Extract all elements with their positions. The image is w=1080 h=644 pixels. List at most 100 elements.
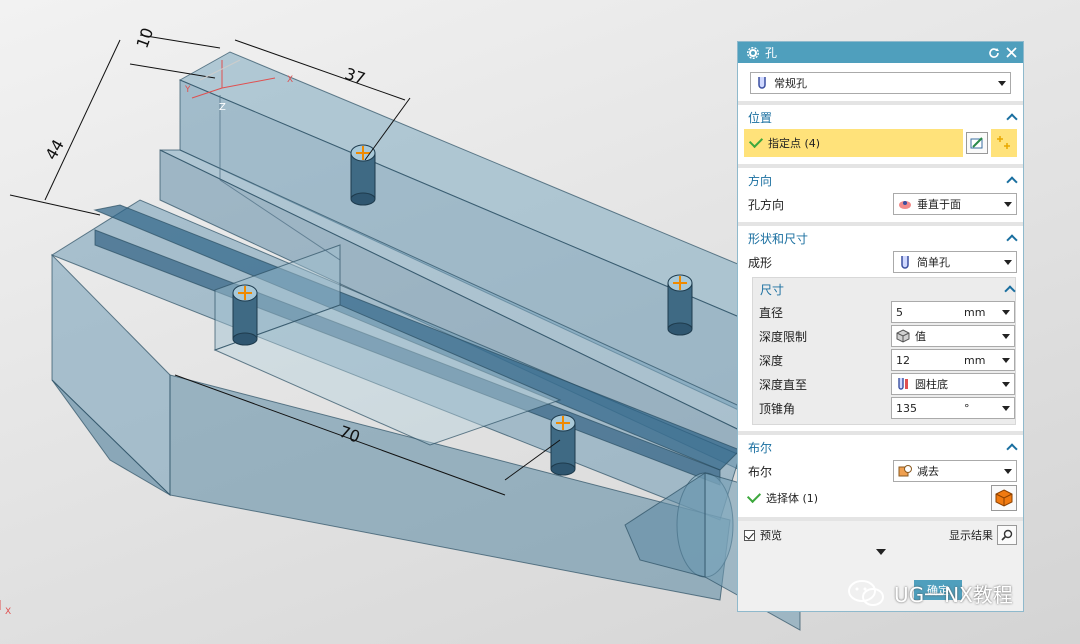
- collapse-icon: [1007, 112, 1017, 122]
- depth-limit-value: 值: [915, 330, 926, 343]
- part-model[interactable]: [50, 51, 801, 631]
- check-icon: [748, 133, 764, 149]
- dimensions-header[interactable]: 尺寸: [753, 278, 1015, 300]
- select-body-button[interactable]: [991, 485, 1017, 511]
- form-label: 成形: [748, 255, 773, 270]
- tip-angle-unit: °: [964, 401, 970, 415]
- show-result-label: 显示结果: [949, 529, 993, 542]
- boolean-select[interactable]: 减去: [893, 460, 1017, 482]
- sparkle-point-icon: [997, 136, 1010, 149]
- close-icon[interactable]: [1004, 46, 1018, 60]
- solid-body-icon: [995, 489, 1013, 507]
- wechat-icon: [848, 580, 884, 606]
- sketch-icon: [970, 137, 983, 149]
- preview-label: 预览: [760, 529, 782, 542]
- normal-to-face-icon: [898, 197, 912, 211]
- dimension-10: 10: [132, 25, 157, 51]
- gear-icon[interactable]: [746, 46, 760, 60]
- chevron-down-icon: [1002, 333, 1010, 339]
- chevron-down-icon: [1002, 357, 1010, 363]
- direction-header[interactable]: 方向: [744, 168, 1017, 192]
- depth-limit-label: 深度限制: [759, 329, 808, 344]
- chevron-down-icon: [1002, 381, 1010, 387]
- hole-type-value: 常规孔: [774, 77, 807, 90]
- hole-previews[interactable]: [232, 144, 693, 476]
- preview-checkbox[interactable]: [744, 529, 755, 541]
- dimensions-subsection: 尺寸 直径 5 mm 深度限制 值: [752, 277, 1016, 425]
- depth-unit: mm: [964, 353, 986, 367]
- axis-y-label: Y: [184, 85, 191, 95]
- depth-to-value: 圆柱底: [915, 378, 948, 391]
- collapse-icon: [1007, 175, 1017, 185]
- hole-type-icon: [755, 76, 769, 90]
- boolean-label: 布尔: [748, 464, 773, 479]
- boolean-value: 减去: [917, 465, 939, 478]
- magnifier-icon: [1001, 529, 1013, 541]
- csys-triad: [191, 59, 276, 99]
- collapse-icon: [1005, 284, 1015, 294]
- depth-input[interactable]: 12 mm: [891, 349, 1015, 371]
- position-title: 位置: [748, 110, 773, 125]
- tip-angle-label: 顶锥角: [759, 401, 796, 416]
- chevron-down-icon: [1004, 259, 1012, 265]
- sketch-point-button[interactable]: [966, 132, 988, 154]
- type-section: 常规孔: [738, 63, 1023, 105]
- point-markers: [238, 146, 687, 430]
- shape-header[interactable]: 形状和尺寸: [744, 226, 1017, 250]
- position-header[interactable]: 位置: [744, 105, 1017, 129]
- shape-section: 形状和尺寸 成形 简单孔 尺寸 直径 5 mm: [738, 226, 1023, 435]
- select-body-label[interactable]: 选择体 (1): [766, 492, 819, 505]
- axis-x-label: X: [287, 75, 293, 85]
- depth-to-label: 深度直至: [759, 377, 808, 392]
- ok-button[interactable]: 确定: [914, 580, 962, 600]
- more-options-toggle[interactable]: [738, 549, 1023, 561]
- hole-type-select[interactable]: 常规孔: [750, 72, 1011, 94]
- subtract-icon: [898, 464, 912, 478]
- hole-preview[interactable]: [232, 284, 258, 346]
- boolean-header[interactable]: 布尔: [744, 435, 1017, 459]
- position-section: 位置 指定点 (4): [738, 105, 1023, 168]
- form-select[interactable]: 简单孔: [893, 251, 1017, 273]
- depth-limit-select[interactable]: 值: [891, 325, 1015, 347]
- expand-down-icon: [875, 549, 886, 555]
- diameter-value: 5: [896, 305, 903, 319]
- form-value: 简单孔: [917, 256, 950, 269]
- watermark-text: UG一NX教程: [894, 582, 1013, 607]
- depth-value: 12: [896, 353, 910, 367]
- boolean-title: 布尔: [748, 440, 773, 455]
- shape-title: 形状和尺寸: [748, 231, 809, 246]
- reset-icon[interactable]: [987, 46, 1001, 60]
- diameter-label: 直径: [759, 305, 784, 320]
- watermark: UG一NX教程: [846, 578, 1013, 608]
- specify-point-label: 指定点 (4): [768, 137, 821, 150]
- corner-axis-x-label: X: [5, 607, 11, 617]
- specify-point-field[interactable]: 指定点 (4): [744, 129, 963, 157]
- chevron-down-icon: [1002, 405, 1010, 411]
- dialog-footer: 预览 显示结果: [738, 521, 1023, 549]
- chevron-down-icon: [998, 80, 1006, 86]
- show-result-button[interactable]: [997, 525, 1017, 545]
- hole-direction-select[interactable]: 垂直于面: [893, 193, 1017, 215]
- chevron-down-icon: [1004, 201, 1012, 207]
- dialog-titlebar: 孔: [738, 42, 1023, 63]
- dimension-lines: [9, 34, 561, 496]
- chevron-down-icon: [1002, 309, 1010, 315]
- diameter-input[interactable]: 5 mm: [891, 301, 1015, 323]
- tip-angle-input[interactable]: 135 °: [891, 397, 1015, 419]
- dimensions-title: 尺寸: [760, 282, 785, 297]
- depth-label: 深度: [759, 353, 784, 368]
- tip-angle-value: 135: [896, 401, 917, 415]
- collapse-icon: [1007, 233, 1017, 243]
- collapse-icon: [1007, 442, 1017, 452]
- simple-hole-icon: [898, 255, 912, 269]
- boolean-section: 布尔 布尔 减去 选择体 (1): [738, 435, 1023, 521]
- point-dialog-button[interactable]: [991, 129, 1017, 157]
- direction-section: 方向 孔方向 垂直于面: [738, 168, 1023, 226]
- dialog-title: 孔: [765, 46, 778, 60]
- chevron-down-icon: [1004, 468, 1012, 474]
- diameter-unit: mm: [964, 305, 986, 319]
- depth-to-select[interactable]: 圆柱底: [891, 373, 1015, 395]
- direction-title: 方向: [748, 173, 773, 188]
- hole-dialog: 孔 常规孔 位置 指定点 (4): [737, 41, 1024, 612]
